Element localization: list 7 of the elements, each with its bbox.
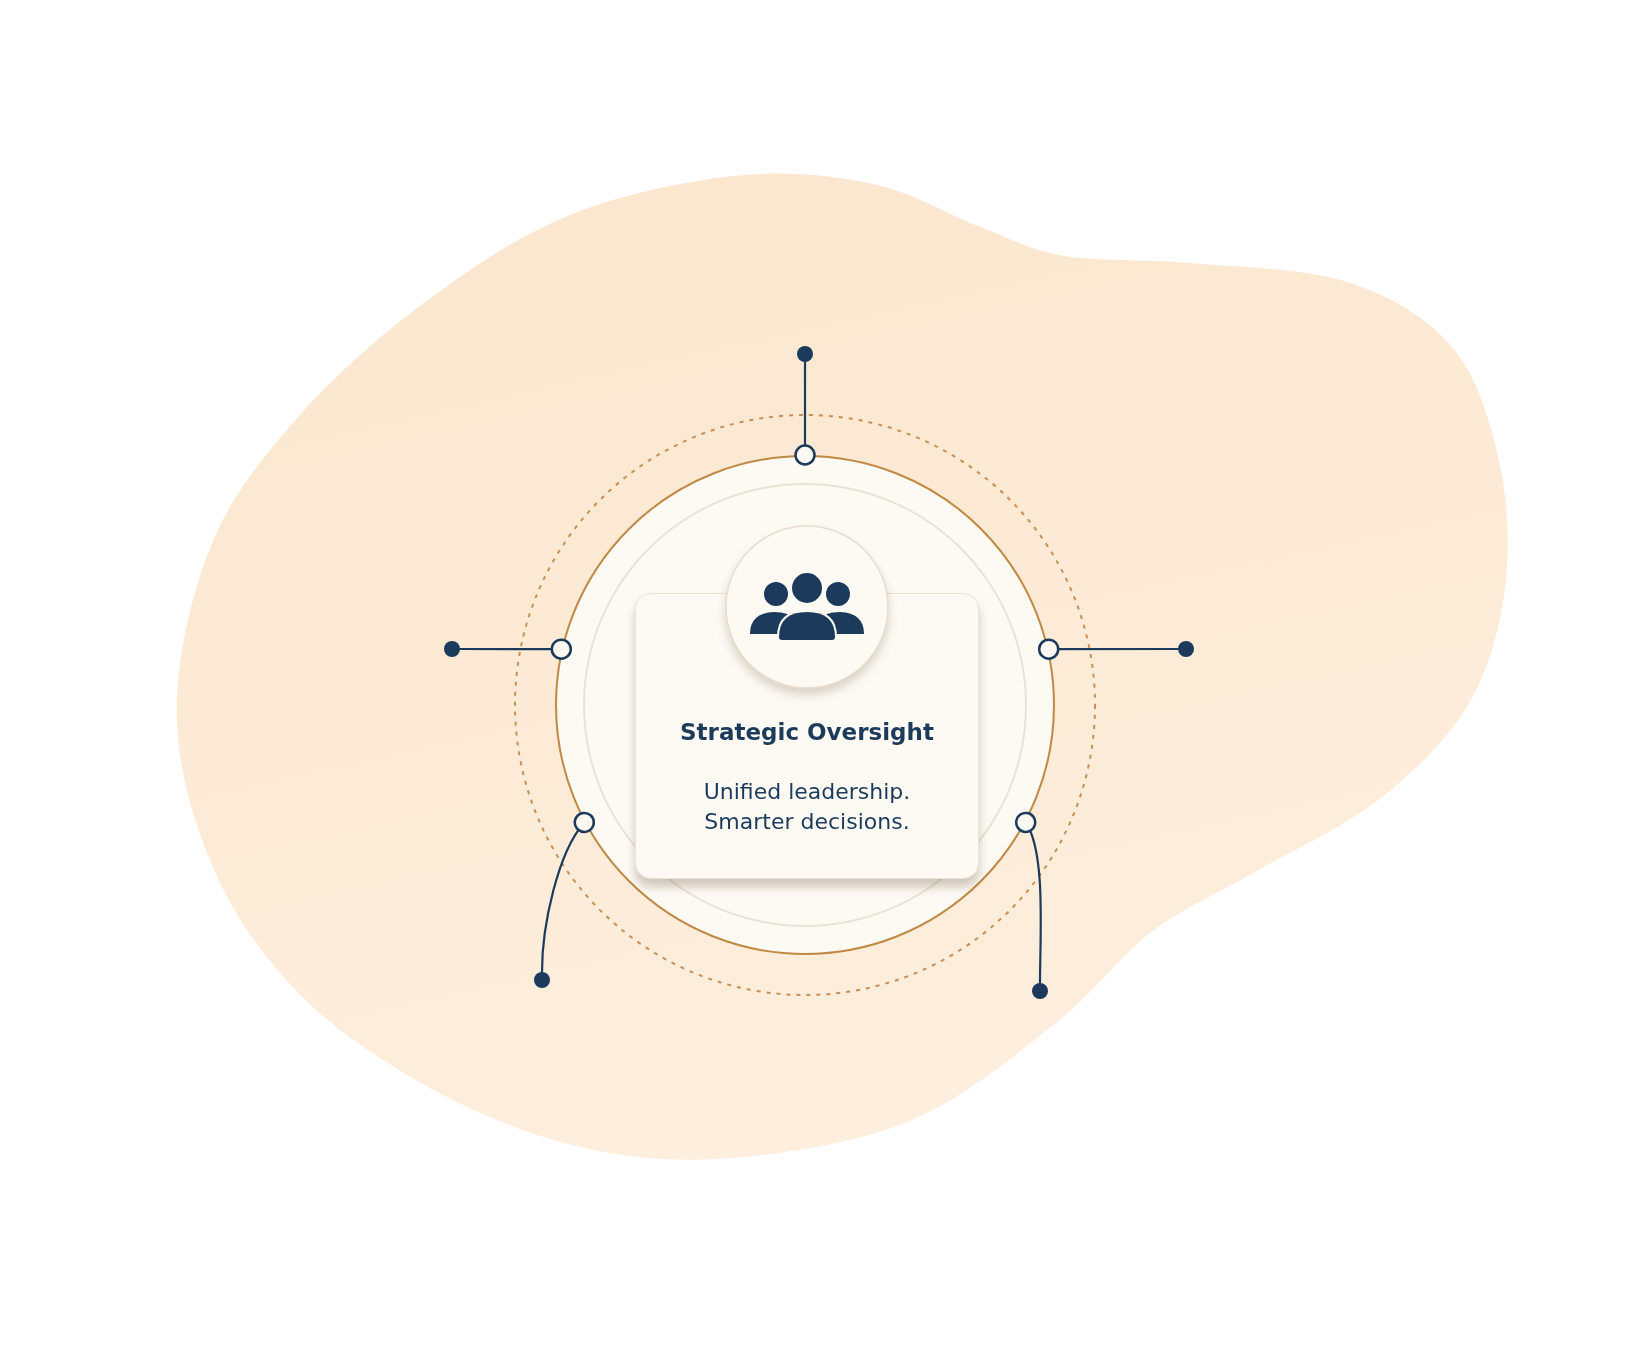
connector-line bbox=[1037, 638, 1180, 660]
connector-line bbox=[1014, 811, 1042, 985]
card-title: Strategic Oversight bbox=[680, 718, 934, 747]
card-text: Unified leadership. Smarter decisions. bbox=[702, 778, 912, 836]
connector-line bbox=[794, 360, 816, 466]
connector-line bbox=[458, 638, 573, 660]
connector-line bbox=[540, 811, 596, 974]
